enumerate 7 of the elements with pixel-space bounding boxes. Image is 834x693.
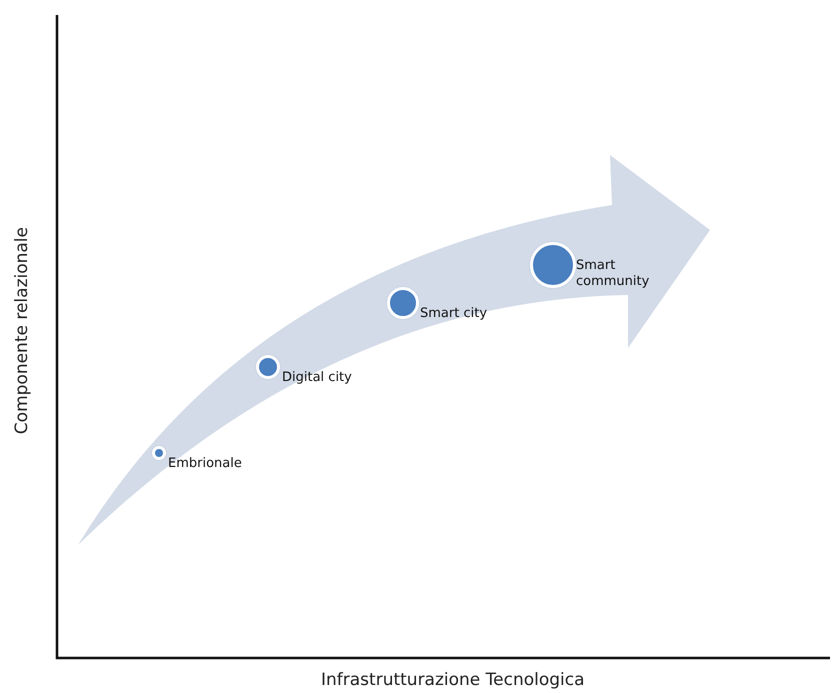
- axis-title: Componente relazionale: [12, 226, 32, 434]
- axis-title: Infrastrutturazione Tecnologica: [321, 670, 585, 690]
- stage-dot: [152, 446, 166, 460]
- stage-label: Digital city: [282, 370, 352, 386]
- stage-label: Embrionale: [168, 456, 242, 472]
- stage-label: Smart community: [576, 258, 650, 290]
- stage-label: Smart city: [420, 306, 488, 322]
